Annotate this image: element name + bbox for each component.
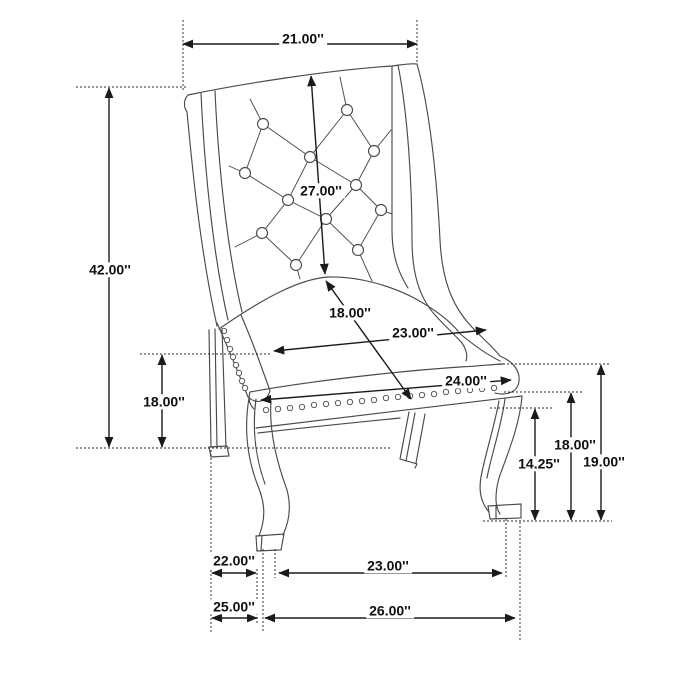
dim-arrow-back-length xyxy=(307,75,329,275)
chair-back-tufting xyxy=(228,76,393,282)
chair-front-right-leg xyxy=(479,396,523,520)
dim-label-seat-height-left: 18.00'' xyxy=(140,393,188,410)
chair-back-outline xyxy=(183,63,520,395)
dim-label-apron-height: 14.25'' xyxy=(515,455,563,472)
dim-label-base-width-overall: 26.00'' xyxy=(366,602,414,619)
dimension-arrows xyxy=(104,39,606,623)
chair-rear-left-leg xyxy=(208,328,230,458)
dim-label-front-edge-height: 19.00'' xyxy=(580,453,628,470)
dim-label-seat-depth: 18.00'' xyxy=(326,304,374,321)
dim-label-rear-base-offset-outer: 25.00'' xyxy=(210,598,258,615)
dim-label-top-width: 21.00'' xyxy=(279,30,327,47)
dim-label-rear-base-offset: 22.00'' xyxy=(210,552,258,569)
dim-label-seat-width-rear: 23.00'' xyxy=(389,324,437,341)
dim-label-leg-span-inner: 23.00'' xyxy=(364,557,412,574)
dim-arrow-seat-width-rear xyxy=(273,326,487,355)
chair-front-left-leg xyxy=(246,397,290,552)
chair-rear-right-leg xyxy=(399,411,426,469)
dim-label-back-length: 27.00'' xyxy=(297,182,345,199)
dim-label-seat-width-front: 24.00'' xyxy=(442,372,490,389)
tufting-buttons xyxy=(238,103,388,272)
dim-label-overall-height: 42.00'' xyxy=(86,261,134,278)
dim-label-seat-height-right: 18.00'' xyxy=(551,436,599,453)
